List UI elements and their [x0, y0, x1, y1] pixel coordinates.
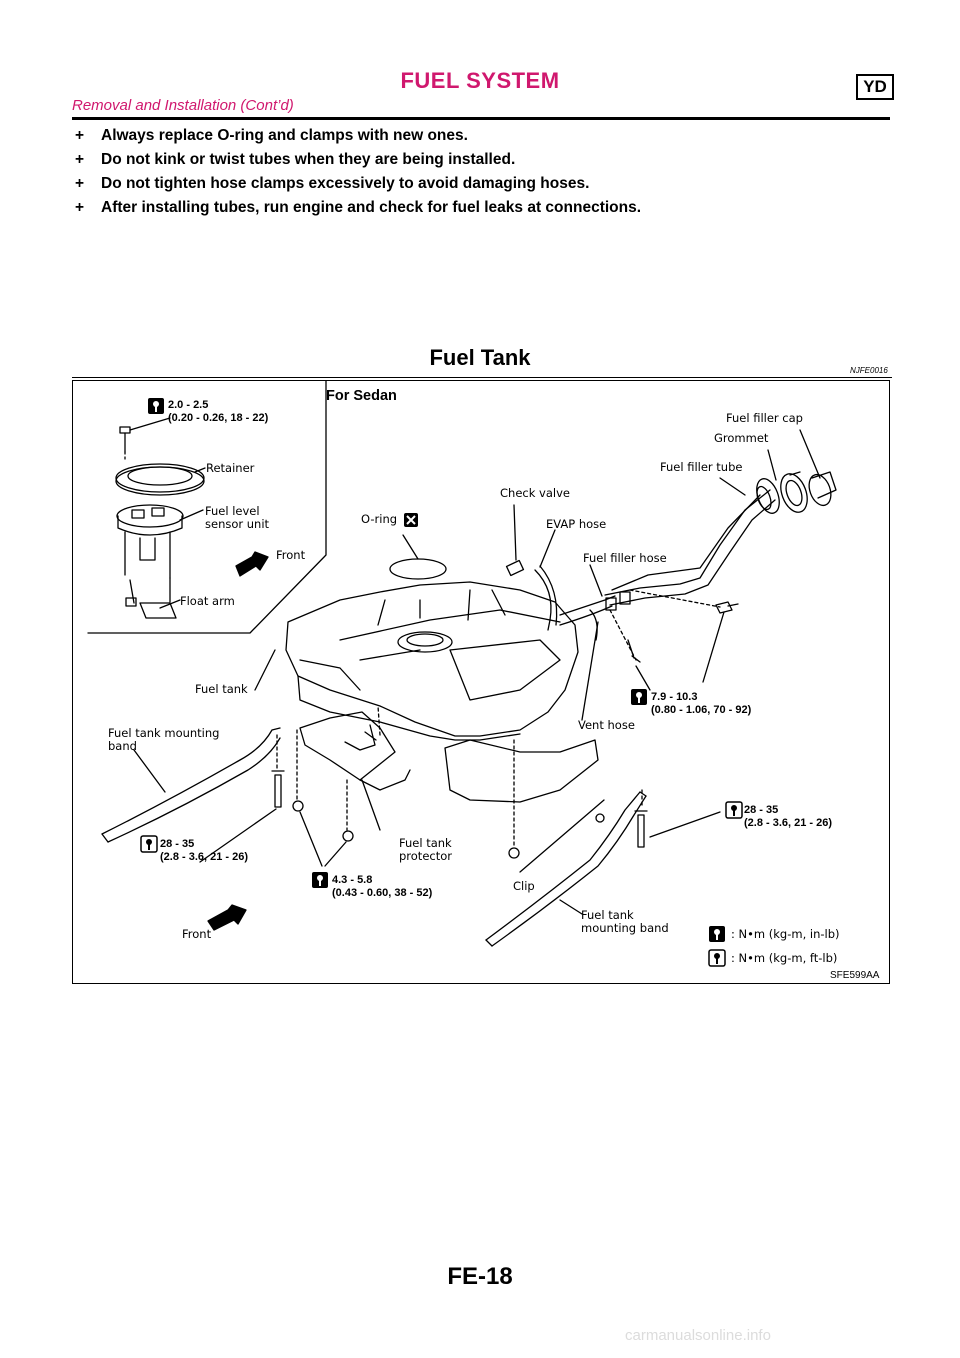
fuel-tank-protector-part — [299, 711, 411, 791]
torque-spec-filler: 7.9 - 10.3 (0.80 - 1.06, 70 - 92) — [651, 691, 751, 717]
right-protector-plate — [444, 739, 599, 803]
replace-part-icon — [404, 513, 418, 527]
torque-value-alt: (0.80 - 1.06, 70 - 92) — [651, 704, 752, 716]
section-heading: Fuel Tank — [429, 345, 531, 370]
bullet-text: Do not kink or twist tubes when they are… — [101, 151, 516, 168]
bullet-mark: + — [75, 175, 85, 192]
torque-value: 28 - 35 — [160, 838, 195, 850]
page-number: FE-18 — [447, 1263, 513, 1290]
vent-hose-part — [589, 609, 598, 641]
header-divider — [72, 117, 890, 120]
fuel-tank-mounting-band-right — [485, 791, 647, 947]
label-fuel-level-sensor-unit: Fuel level sensor unit — [205, 504, 270, 531]
label-fuel-tank: Fuel tank — [195, 682, 248, 696]
label-fuel-filler-tube: Fuel filler tube — [660, 460, 743, 474]
label-float-arm: Float arm — [180, 594, 235, 608]
label-fuel-tank-mounting-band-left: Fuel tank mounting band — [108, 726, 220, 753]
bullet-text: Do not tighten hose clamps excessively t… — [101, 175, 590, 192]
section-divider — [72, 377, 892, 378]
fuel-tank-mounting-band-left — [101, 727, 281, 843]
check-valve-part — [505, 504, 525, 577]
torque-value: 7.9 - 10.3 — [651, 691, 698, 703]
torque-value: 4.3 - 5.8 — [332, 874, 373, 886]
engine-code-badge: YD — [856, 74, 894, 100]
footer-watermark: carmanualsonline.info — [625, 1327, 771, 1344]
bullet-item: + Do not kink or twist tubes when they ar… — [75, 151, 515, 169]
torque-spec-protector: 4.3 - 5.8 (0.43 - 0.60, 38 - 52) — [332, 874, 432, 900]
torque-spec-retainer: 2.0 - 2.5 (0.20 - 0.26, 18 - 22) — [168, 399, 268, 425]
label-grommet: Grommet — [714, 431, 769, 445]
page-subtitle: Removal and Installation (Cont’d) — [72, 97, 294, 114]
bullet-item: + After installing tubes, run engine and … — [75, 199, 641, 217]
label-fuel-filler-hose: Fuel filler hose — [583, 551, 667, 565]
label-fuel-tank-mounting-band-right: Fuel tank mounting band — [581, 908, 669, 935]
label-fuel-filler-cap: Fuel filler cap — [726, 411, 803, 425]
bullet-text: Always replace O-ring and clamps with ne… — [101, 127, 468, 144]
label-retainer: Retainer — [206, 461, 255, 475]
label-fuel-tank-protector: Fuel tank protector — [399, 836, 452, 863]
page-section-title: FUEL SYSTEM — [400, 68, 560, 93]
inset-border — [87, 380, 327, 634]
bullet-mark: + — [75, 127, 85, 144]
retainer-bolt-inset — [119, 426, 131, 463]
bullet-mark: + — [75, 151, 85, 168]
figure-frame — [72, 380, 890, 984]
fuel-level-sensor-unit-inset — [116, 504, 184, 619]
figure-subtitle: For Sedan — [326, 388, 397, 404]
fuel-filler-tube-part — [559, 478, 780, 626]
label-o-ring: O-ring — [361, 512, 398, 526]
bullet-item: + Always replace O-ring and clamps with n… — [75, 127, 468, 145]
label-vent-hose: Vent hose — [578, 718, 635, 732]
label-clip: Clip — [513, 879, 535, 893]
bullet-mark: + — [75, 199, 85, 216]
torque-value-alt: (2.8 - 3.6, 21 - 26) — [744, 817, 833, 829]
legend-in-lb: : N•m (kg-m, in-lb) — [731, 927, 840, 941]
band-bolt-right — [634, 810, 648, 848]
label-front-main: Front — [182, 927, 212, 941]
fuel-filler-cap-part — [808, 471, 837, 507]
fuel-tank-body — [285, 581, 579, 741]
front-arrow-inset — [235, 551, 269, 577]
torque-spec-band-left: 28 - 35 (2.8 - 3.6, 21 - 26) — [160, 838, 248, 864]
bullet-text: After installing tubes, run engine and c… — [101, 199, 642, 216]
clip-part — [508, 847, 520, 859]
label-evap-hose: EVAP hose — [546, 517, 607, 531]
band-bolt-left — [271, 770, 285, 808]
torque-value: 28 - 35 — [744, 804, 779, 816]
torque-spec-band-right: 28 - 35 (2.8 - 3.6, 21 - 26) — [744, 804, 832, 830]
legend-ft-lb: : N•m (kg-m, ft-lb) — [731, 951, 838, 965]
grommet-part — [780, 473, 808, 513]
front-arrow-main — [207, 904, 247, 931]
section-reference-code: NJFE0016 — [850, 366, 888, 375]
figure-code: SFE599AA — [830, 970, 880, 981]
o-ring-part — [389, 558, 447, 580]
torque-value: 2.0 - 2.5 — [168, 399, 209, 411]
retainer-inset — [115, 463, 205, 496]
torque-value-alt: (2.8 - 3.6, 21 - 26) — [160, 851, 249, 863]
label-front-inset: Front — [276, 548, 306, 562]
evap-hose-part — [534, 569, 552, 631]
torque-icons — [140, 398, 743, 967]
bullet-item: + Do not tighten hose clamps excessively … — [75, 175, 589, 193]
torque-value-alt: (0.43 - 0.60, 38 - 52) — [332, 887, 433, 899]
torque-value-alt: (0.20 - 0.26, 18 - 22) — [168, 412, 269, 424]
label-check-valve: Check valve — [500, 486, 570, 500]
